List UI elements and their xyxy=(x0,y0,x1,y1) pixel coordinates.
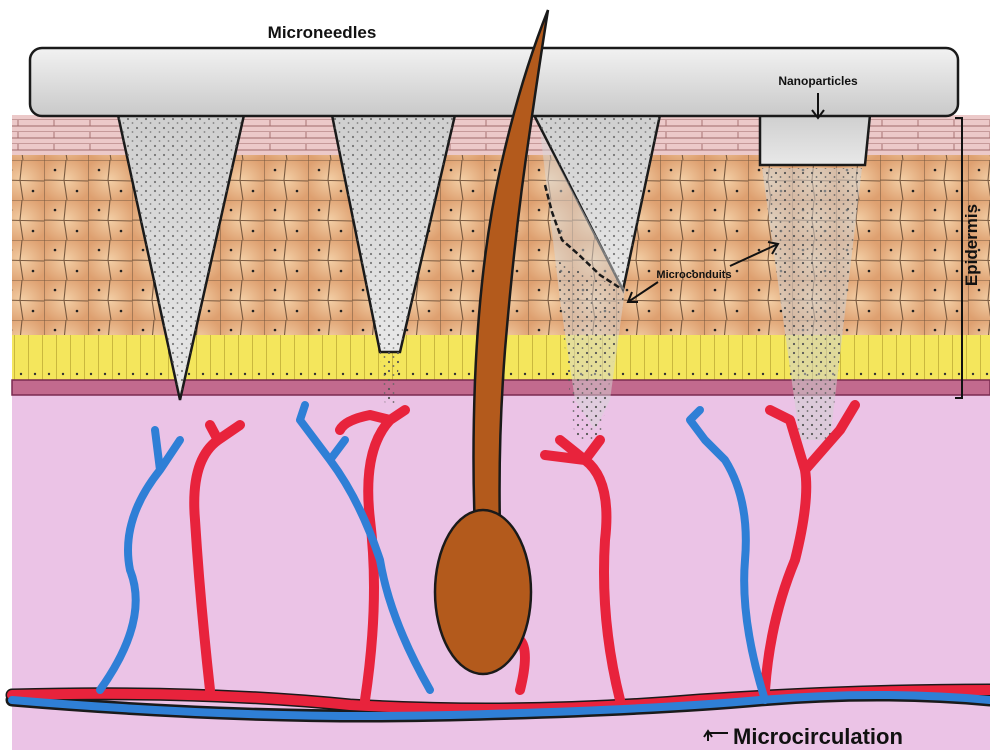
hair-bulb xyxy=(435,510,531,674)
microneedles-label: Microneedles xyxy=(268,23,377,42)
nanoparticles-label: Nanoparticles xyxy=(778,74,858,88)
epidermis-label: Epidermis xyxy=(962,204,981,286)
microcirculation-label: Microcirculation xyxy=(733,724,903,749)
microconduits-label: Microconduits xyxy=(656,269,731,281)
microneedle-4-dissolved xyxy=(760,115,870,165)
